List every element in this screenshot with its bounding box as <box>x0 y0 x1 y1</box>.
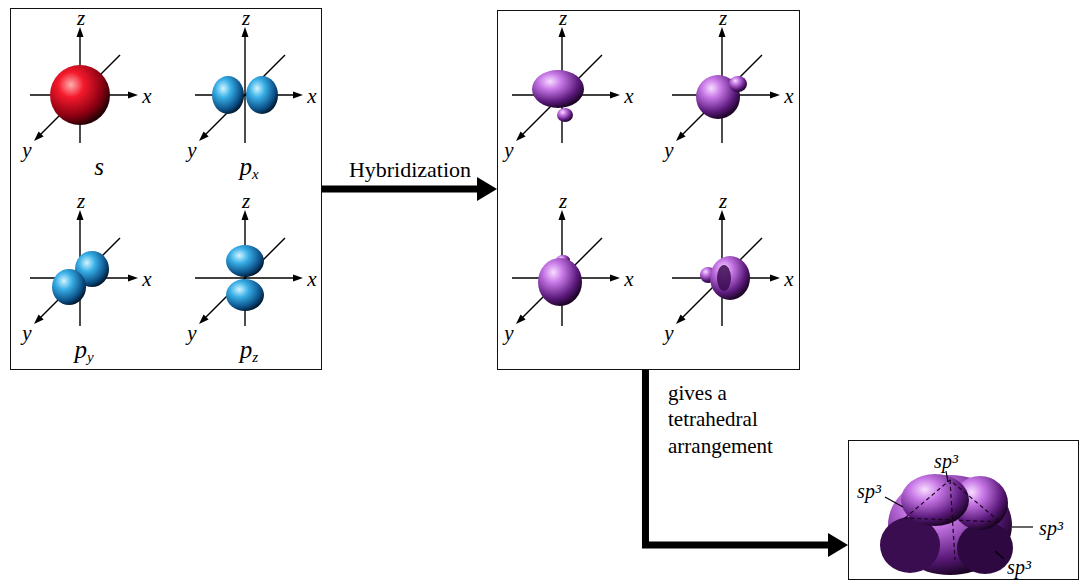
arrow-shaft <box>322 186 479 193</box>
orbital-label: s <box>94 154 104 182</box>
axis-label: y <box>664 323 673 344</box>
arrow-label: Hybridization <box>349 156 471 184</box>
hybrid-orbital <box>512 27 620 143</box>
leader-line <box>885 497 903 507</box>
orbital-panel: zxyszxypxzxypyzxypz <box>10 8 322 370</box>
leader-line <box>946 471 948 482</box>
leader-line <box>885 471 1033 559</box>
py-orbital <box>30 210 138 326</box>
orbital-label: py <box>74 337 93 365</box>
tetrahedral-panel: sp³ sp³ sp³ sp³ <box>848 440 1079 580</box>
axis-label: z <box>242 8 250 29</box>
axis-label: y <box>504 140 513 161</box>
arrow-head <box>828 533 848 557</box>
axis-label: y <box>187 140 196 161</box>
hybrid-label: sp³ <box>1039 518 1063 538</box>
px-orbital <box>212 76 244 114</box>
axis-label: x <box>784 269 793 290</box>
hybrid-orbital <box>512 210 620 326</box>
s-orbital <box>30 27 138 143</box>
orbital-label: pz <box>240 337 258 365</box>
axis-label: y <box>22 323 31 344</box>
axis-label: x <box>307 269 316 290</box>
axis-label: x <box>142 269 151 290</box>
hybrid-label: sp³ <box>1007 557 1031 577</box>
leader-line <box>1012 526 1033 527</box>
hybrid-orbital <box>512 210 620 326</box>
axis-label: z <box>719 8 727 29</box>
hybrid-orbital <box>557 108 573 122</box>
axis-label: z <box>242 191 250 212</box>
pz-orbital <box>195 210 303 326</box>
hybrid-orbital <box>512 27 620 143</box>
hybrid-orbital <box>538 258 582 306</box>
axis-label: y <box>187 323 196 344</box>
axis-label: z <box>77 8 85 29</box>
hybrid-orbital <box>672 27 780 143</box>
arrow-label: gives a tetrahedral arrangement <box>668 380 798 459</box>
axis-label: x <box>624 86 633 107</box>
hybrid-orbital <box>672 210 780 326</box>
hybrid-label: sp³ <box>934 451 958 471</box>
hybrid-panel: z x y z x y z x y z x y <box>497 10 800 370</box>
py-orbital <box>52 269 86 305</box>
leader-line <box>995 551 1004 559</box>
axis-label: z <box>719 191 727 212</box>
reaction-arrow <box>645 370 848 557</box>
hybrid-orbital <box>672 27 780 143</box>
px-orbital <box>195 27 303 143</box>
axis-label: x <box>307 86 316 107</box>
pz-orbital <box>226 279 264 311</box>
tetrahedral-hybrids <box>880 474 1013 575</box>
tetrahedral-hybrids <box>957 522 1013 574</box>
hybrid-orbital <box>717 265 731 291</box>
s-orbital <box>50 65 110 125</box>
hybrid-orbital <box>729 76 747 92</box>
axis-label: z <box>559 191 567 212</box>
pz-orbital <box>195 210 303 326</box>
hybrid-orbital <box>710 256 750 300</box>
pz-orbital <box>226 245 264 277</box>
axis-label: z <box>77 191 85 212</box>
arrow-head <box>477 177 497 201</box>
axis-label: x <box>624 269 633 290</box>
hybrid-orbital <box>532 70 584 108</box>
hybrid-orbital <box>672 210 780 326</box>
arrow-shaft <box>645 370 830 545</box>
orbital-label: px <box>239 154 258 182</box>
hybrid-label: sp³ <box>857 481 881 501</box>
s-orbital <box>30 27 138 143</box>
axis-label: z <box>559 8 567 29</box>
px-orbital <box>195 27 303 143</box>
px-orbital <box>246 76 278 114</box>
py-orbital <box>30 210 138 326</box>
axis-label: x <box>784 86 793 107</box>
axis-label: y <box>664 140 673 161</box>
tetrahedral-hybrids <box>905 480 1000 560</box>
axis-label: y <box>504 323 513 344</box>
axis-label: y <box>22 140 31 161</box>
axis-label: x <box>142 86 151 107</box>
